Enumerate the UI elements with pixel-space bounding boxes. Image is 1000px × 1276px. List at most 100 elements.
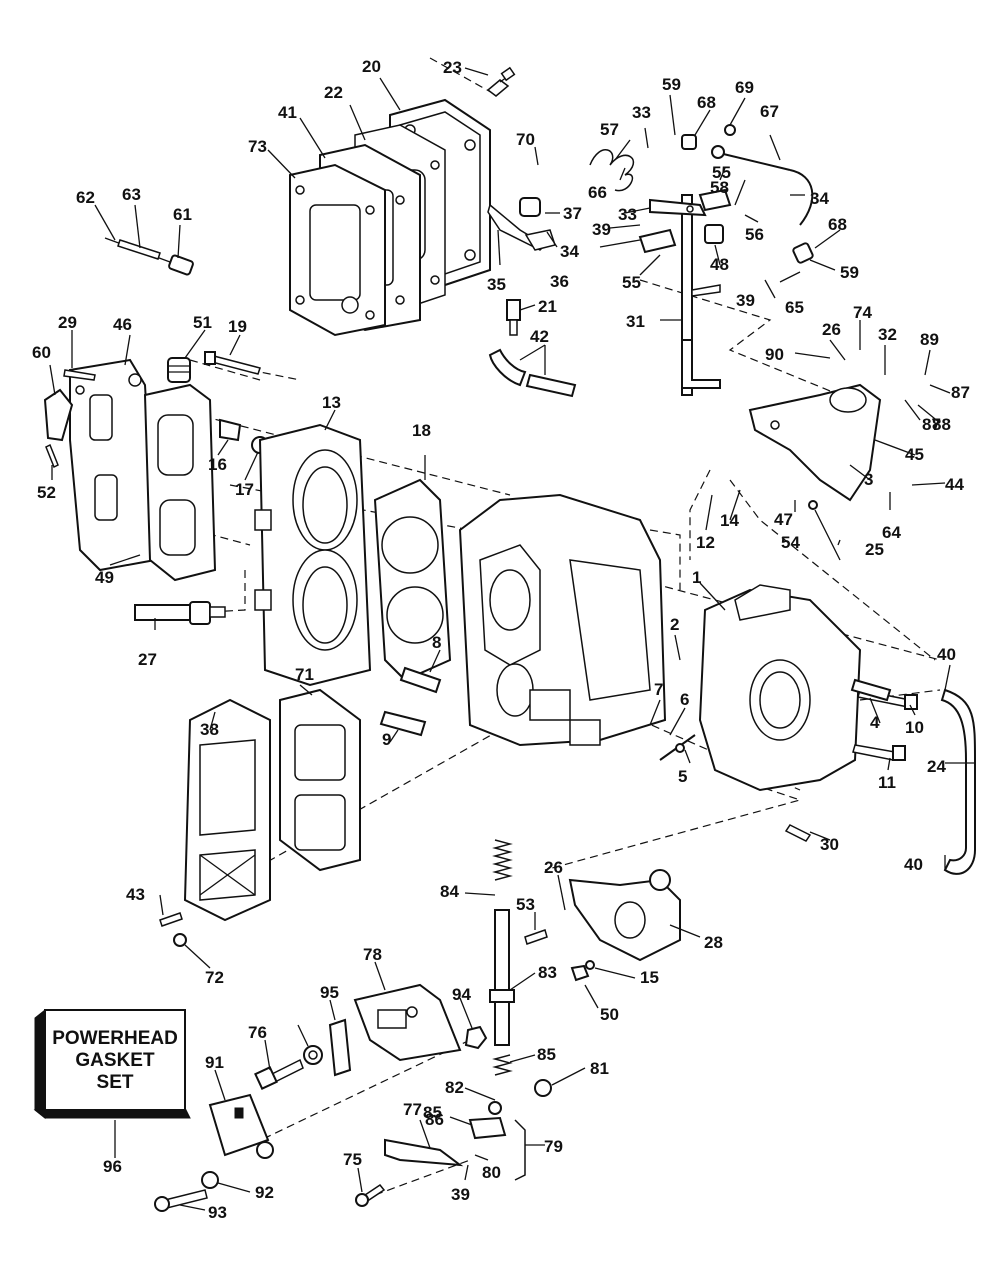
callout: 56 [745, 225, 764, 244]
callout: 84 [440, 882, 459, 901]
cam-37 [487, 197, 556, 251]
callout: 16 [208, 455, 227, 474]
gasket-set-label: POWERHEAD GASKET SET 96 [52, 1028, 178, 1176]
callout: 19 [228, 317, 247, 336]
crankcase-1 [698, 584, 862, 792]
callout: 54 [781, 533, 800, 552]
callout: 47 [774, 510, 793, 529]
callout: 58 [710, 178, 729, 197]
hoses-42 [488, 348, 577, 398]
callout: 60 [32, 343, 51, 362]
callout: 36 [550, 272, 569, 291]
callout: 15 [640, 968, 659, 987]
bolts-43-72 [159, 912, 187, 947]
callout: 57 [600, 120, 619, 139]
callout: 70 [516, 130, 535, 149]
bolt-93 [154, 1189, 208, 1212]
callout: 37 [563, 204, 582, 223]
callout: 52 [37, 483, 56, 502]
bolt-75 [355, 1183, 386, 1207]
callout: 68 [828, 215, 847, 234]
bracket-55 [638, 188, 732, 254]
callout: 64 [882, 523, 901, 542]
leader-lines [49, 67, 975, 1211]
switch-91 [208, 1093, 274, 1159]
nuts-15-50 [570, 960, 595, 982]
callout: 34 [560, 242, 579, 261]
gasket-set-box [33, 1008, 191, 1120]
callout: 45 [905, 445, 924, 464]
callout: 86 [425, 1110, 444, 1129]
callout: 5 [678, 767, 687, 786]
callout: 83 [538, 963, 557, 982]
plate-95 [328, 1018, 352, 1077]
callout: 22 [324, 83, 343, 102]
callout: 71 [295, 665, 314, 684]
callout: 9 [382, 730, 391, 749]
bracket-28 [568, 869, 681, 962]
bolt-30 [784, 824, 812, 842]
link-rod-67 [714, 151, 814, 226]
cylinder-head-cover-46 [69, 358, 157, 572]
callout: 41 [278, 103, 297, 122]
callout: 69 [735, 78, 754, 97]
gasket-set-line-3: SET [97, 1072, 134, 1093]
callout: 4 [870, 713, 880, 732]
callout: 55 [622, 273, 641, 292]
callout: 12 [696, 533, 715, 552]
hose-24 [940, 688, 976, 875]
gasket-set-number: 96 [103, 1157, 122, 1176]
bolt-52 [45, 443, 59, 469]
callout: 40 [904, 855, 923, 874]
callout: 85 [423, 1103, 442, 1122]
washer-92 [201, 1171, 219, 1189]
lever-77 [384, 1138, 464, 1167]
callout: 85 [537, 1045, 556, 1064]
throttle-arm-33 [649, 198, 707, 217]
callout: 34 [810, 189, 829, 208]
callout: 32 [878, 325, 897, 344]
callout: 2 [670, 615, 679, 634]
cylinder-head-gasket-49 [143, 383, 217, 582]
callout: 39 [451, 1185, 470, 1204]
intake-manifold-38 [183, 698, 271, 922]
spring-57 [589, 149, 635, 192]
gasket-set-line-2: GASKET [75, 1050, 155, 1071]
callout: 49 [95, 568, 114, 587]
callout: 68 [697, 93, 716, 112]
callout: 94 [452, 985, 471, 1004]
callout: 29 [58, 313, 77, 332]
callout: 82 [445, 1078, 464, 1097]
callout: 59 [840, 263, 859, 282]
callout: 63 [122, 185, 141, 204]
callout: 78 [363, 945, 382, 964]
connector-21 [506, 299, 521, 336]
callout: 55 [712, 163, 731, 182]
cylinder-block [458, 493, 667, 747]
callout: 28 [704, 933, 723, 952]
callout: 79 [544, 1137, 563, 1156]
callout: 88 [932, 415, 951, 434]
parts-82-83-86 [468, 1079, 552, 1140]
callout: 14 [720, 511, 739, 530]
callout: 90 [765, 345, 784, 364]
throttle-shaft-31 [681, 194, 721, 396]
callout: 43 [126, 885, 145, 904]
bolt-76 [254, 1058, 304, 1090]
callout: 67 [760, 102, 779, 121]
spring-85-top [492, 839, 513, 881]
callout: 33 [632, 103, 651, 122]
callout: 72 [205, 968, 224, 987]
callout: 1 [692, 568, 701, 587]
callout: 77 [403, 1100, 422, 1119]
callout: 13 [322, 393, 341, 412]
callout: 27 [138, 650, 157, 669]
callout: 39 [592, 220, 611, 239]
callout: 74 [853, 303, 872, 322]
callout: 92 [255, 1183, 274, 1202]
callout-labels: 1 2 3 4 5 6 7 8 9 10 11 12 13 14 15 16 1… [32, 57, 970, 1222]
callout: 39 [736, 291, 755, 310]
intake-gasket-71 [279, 688, 361, 872]
